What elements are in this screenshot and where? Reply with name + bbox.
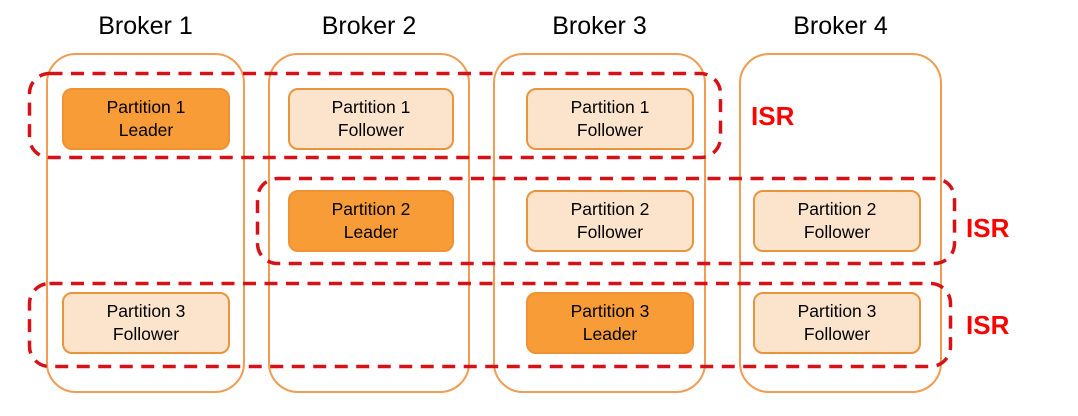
- partition-name: Partition 3: [106, 300, 186, 321]
- broker-3-partition-2-follower: Partition 2 Follower: [526, 190, 694, 252]
- partition-name: Partition 2: [797, 198, 877, 219]
- broker-4-partition-2-follower: Partition 2 Follower: [753, 190, 921, 252]
- isr-group-3-label: ISR: [966, 310, 1010, 340]
- isr-group-1-label: ISR: [751, 101, 795, 131]
- broker-2-partition-2-leader: Partition 2 Leader: [288, 190, 454, 252]
- isr-group-2-label: ISR: [966, 213, 1010, 243]
- broker-1-partition-1-leader: Partition 1 Leader: [62, 88, 230, 150]
- partition-name: Partition 2: [331, 198, 411, 219]
- partition-name: Partition 2: [570, 198, 650, 219]
- partition-role: Follower: [337, 120, 405, 140]
- partition-role: Follower: [576, 120, 644, 140]
- broker-3-title: Broker 3: [552, 12, 647, 40]
- partition-name: Partition 1: [106, 96, 186, 117]
- partition-name: Partition 1: [570, 96, 650, 117]
- broker-3-partition-1-follower: Partition 1 Follower: [526, 88, 694, 150]
- broker-1-box: [46, 53, 245, 393]
- broker-3-partition-3-leader: Partition 3 Leader: [526, 292, 694, 354]
- broker-2-title: Broker 2: [321, 12, 417, 40]
- partition-name: Partition 1: [331, 96, 411, 117]
- partition-name: Partition 3: [797, 300, 877, 321]
- partition-role: Follower: [112, 324, 180, 344]
- partition-role: Follower: [803, 324, 871, 344]
- broker-4-title: Broker 4: [793, 12, 888, 40]
- broker-1-title: Broker 1: [98, 12, 193, 40]
- partition-role: Leader: [582, 324, 638, 344]
- partition-role: Leader: [343, 222, 399, 242]
- partition-role: Follower: [803, 222, 871, 242]
- partition-role: Leader: [118, 120, 174, 140]
- broker-1-partition-3-follower: Partition 3 Follower: [62, 292, 230, 354]
- partition-name: Partition 3: [570, 300, 650, 321]
- partition-role: Follower: [576, 222, 644, 242]
- broker-2-partition-1-follower: Partition 1 Follower: [288, 88, 454, 150]
- broker-4-partition-3-follower: Partition 3 Follower: [753, 292, 921, 354]
